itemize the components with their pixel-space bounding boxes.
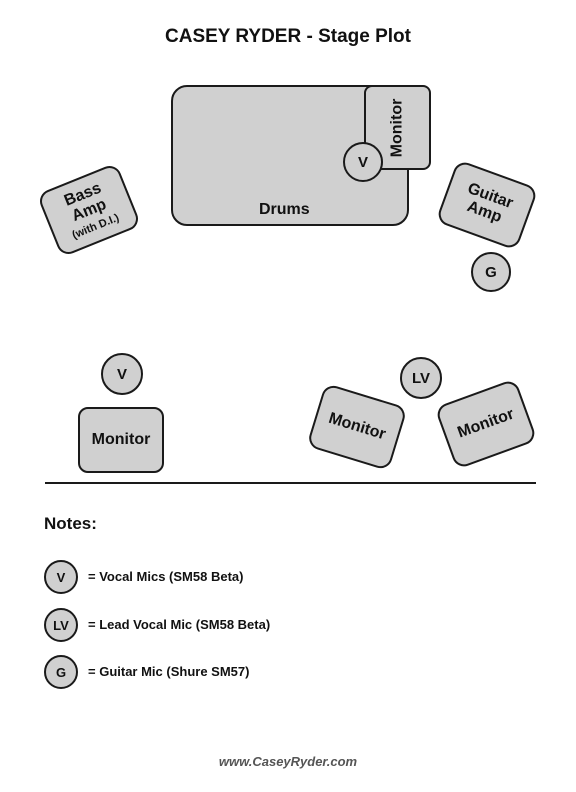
center-monitor: Monitor (306, 382, 408, 472)
notes-heading: Notes: (44, 514, 97, 533)
legend-text-vocal: = Vocal Mics (SM58 Beta) (88, 569, 244, 584)
right-monitor-label: Monitor (455, 405, 517, 442)
right-monitor: Monitor (434, 378, 538, 470)
page-title: CASEY RYDER - Stage Plot (165, 26, 411, 47)
drum-monitor-label: Monitor (388, 98, 406, 157)
legend-text-lead-vocal: = Lead Vocal Mic (SM58 Beta) (88, 617, 271, 632)
lead-vocal-mic: LV (400, 357, 442, 399)
bass-amp: Bass Amp (with D.I.) (36, 162, 142, 258)
legend-symbol-vocal: V (44, 560, 78, 594)
legend-text-guitar: = Guitar Mic (Shure SM57) (88, 664, 250, 679)
left-vocal-mic: V (101, 353, 143, 395)
left-monitor-label: Monitor (91, 431, 151, 448)
drums-label: Drums (259, 201, 310, 218)
center-monitor-label: Monitor (326, 409, 388, 444)
guitar-mic: G (471, 252, 511, 292)
drum-vocal-mic: V (343, 142, 383, 182)
legend-symbol-lead-vocal: LV (44, 608, 78, 642)
guitar-amp: Guitar Amp (435, 159, 539, 251)
left-monitor: Monitor (78, 407, 164, 473)
legend-symbol-guitar: G (44, 655, 78, 689)
footer-url: www.CaseyRyder.com (218, 754, 358, 769)
stage-front-line (45, 482, 536, 484)
